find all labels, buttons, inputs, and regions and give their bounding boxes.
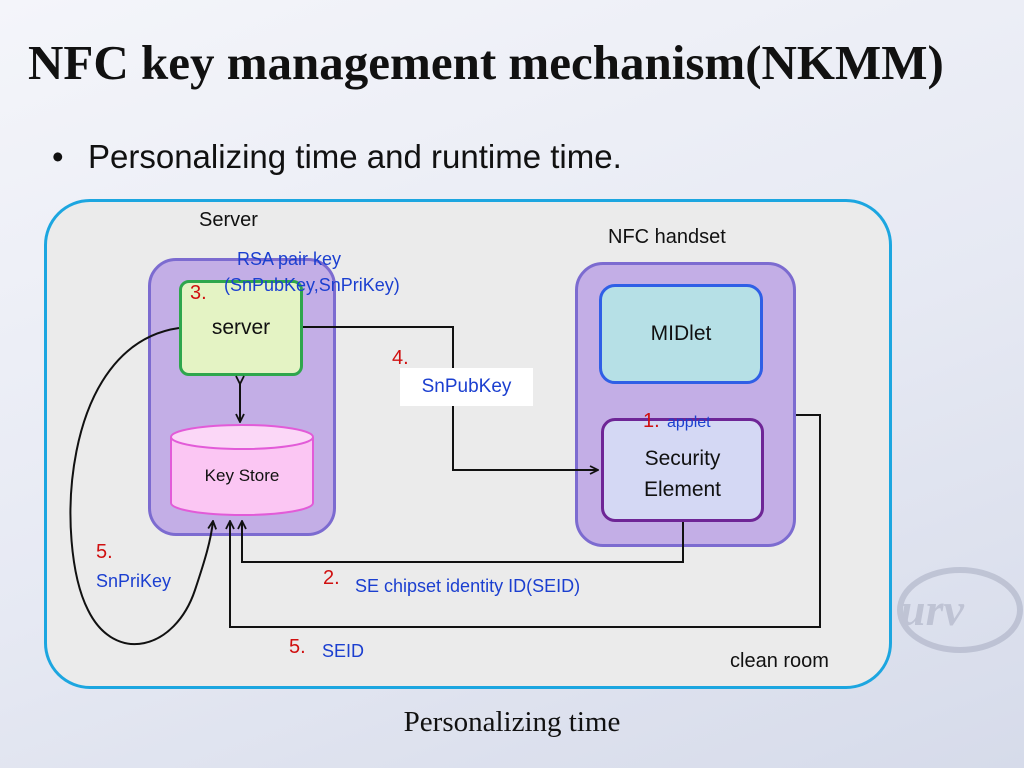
seid-runtime-arrow xyxy=(230,414,821,628)
se-label-line1: Security xyxy=(644,447,721,470)
slide-title: NFC key management mechanism(NKMM) xyxy=(28,35,944,90)
seid-runtime-label: SEID xyxy=(322,641,365,661)
server-box xyxy=(179,280,303,376)
step-1-number: 1. xyxy=(643,410,660,432)
snprikey-loop-arrow xyxy=(69,327,213,646)
security-element-box xyxy=(601,418,764,522)
bullet-dot-icon: • xyxy=(52,138,64,175)
bullet-item: • Personalizing time and runtime time. xyxy=(52,138,622,176)
svg-text:urv: urv xyxy=(900,584,964,635)
slide-caption: Personalizing time xyxy=(403,706,621,738)
server-area-label: Server xyxy=(199,209,258,231)
snpubkey-label: SnPubKey xyxy=(400,368,533,406)
step-3-number: 3. xyxy=(190,282,207,304)
key-store-cylinder xyxy=(170,424,314,516)
midlet-label: MIDlet xyxy=(650,322,712,345)
watermark-logo: urv xyxy=(897,567,1023,653)
rsa-pair-label: RSA pair key xyxy=(237,249,342,269)
server-box-label: server xyxy=(211,316,271,339)
clean-room-label: clean room xyxy=(730,650,829,672)
midlet-box xyxy=(599,284,763,384)
seid-arrow xyxy=(242,521,684,563)
snprikey-label: SnPriKey xyxy=(96,571,172,591)
rsa-keys-label: (SnPubKey,SnPriKey) xyxy=(224,275,400,295)
step-2-number: 2. xyxy=(323,567,340,589)
step-5-snprikey-number: 5. xyxy=(96,541,113,563)
step-4-number: 4. xyxy=(392,347,409,369)
security-element-label: Security Element xyxy=(601,443,764,505)
bullet-text: Personalizing time and runtime time. xyxy=(88,138,622,175)
key-store-label: Key Store xyxy=(204,466,280,485)
seid-label: SE chipset identity ID(SEID) xyxy=(355,576,581,596)
step-5-seid-number: 5. xyxy=(289,636,306,658)
applet-label: applet xyxy=(667,414,711,431)
nfc-handset-label: NFC handset xyxy=(608,226,726,248)
se-label-line2: Element xyxy=(643,478,722,501)
